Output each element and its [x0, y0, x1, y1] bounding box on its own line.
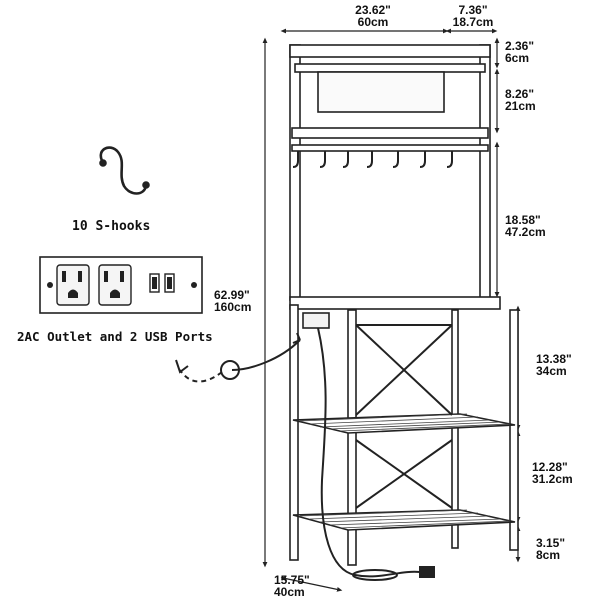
power-cord [317, 327, 435, 581]
hooks-caption: 10 S-hooks [72, 219, 151, 234]
hook-rail [291, 144, 489, 152]
front-right-leg [347, 309, 357, 566]
rack-frame [289, 44, 519, 566]
s-hook-icon [99, 146, 150, 195]
rack-hooks [292, 151, 453, 168]
back-middle-leg [451, 309, 459, 549]
outlet-caption: 2AC Outlet and 2 USB Ports [17, 329, 213, 344]
usb-ports-icon [149, 273, 175, 293]
outlet-pointer-arrow [175, 332, 301, 383]
ac-outlet-1-icon [56, 264, 90, 306]
ac-outlet-2-icon [98, 264, 132, 306]
depth-label: 15.75"40cm [274, 573, 310, 599]
back-right-leg [509, 309, 519, 551]
side-depth-label: 7.36"18.7cm [452, 3, 494, 29]
outlet-panel [39, 256, 203, 314]
back-panel [317, 71, 445, 113]
upper-shelf-board [291, 127, 489, 139]
total-height-label: 62.99"160cm [214, 288, 252, 314]
x-braces [355, 324, 453, 509]
hook-section-label: 18.58"47.2cm [505, 213, 546, 239]
right-top-post [479, 44, 491, 301]
top-rail [289, 44, 491, 58]
mid-shelf-label: 13.38"34cm [536, 352, 572, 378]
front-left-leg [289, 304, 299, 561]
foot-gap-label: 3.15"8cm [536, 536, 566, 562]
top-gap-label: 2.36"6cm [505, 39, 535, 65]
left-top-post [289, 44, 301, 301]
worktop [289, 296, 501, 310]
bottom-shelf [292, 509, 516, 531]
top-shelf-label: 8.26"21cm [505, 87, 536, 113]
low-shelf-label: 12.28"31.2cm [532, 460, 573, 486]
shelf-slats [299, 413, 511, 529]
depth-dimension-line [280, 576, 343, 592]
top-shelf-rail [294, 63, 486, 73]
outlet-box [302, 312, 330, 329]
width-label: 23.62"60cm [355, 3, 391, 29]
